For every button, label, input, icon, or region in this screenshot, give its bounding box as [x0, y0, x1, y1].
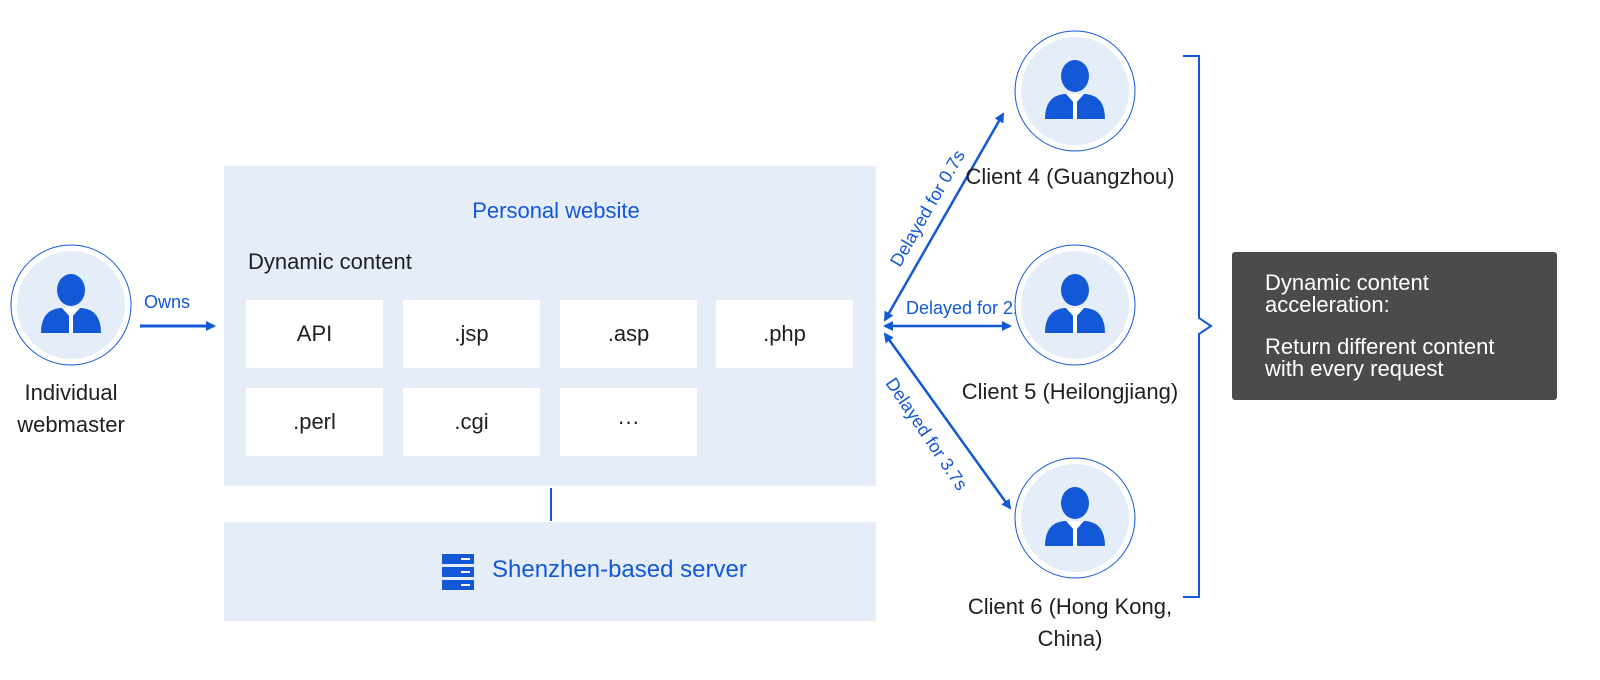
server-icon — [442, 554, 474, 590]
delay-label-client-5: Delayed for 2.1s — [906, 298, 1037, 318]
client-6-label: Client 6 (Hong Kong, China) — [930, 591, 1210, 655]
content-item-api: API — [246, 300, 383, 368]
content-item-perl: .perl — [246, 388, 383, 456]
client-5-label: Client 5 (Heilongjiang) — [961, 379, 1179, 404]
webmaster-avatar-icon — [10, 244, 132, 366]
client-6-avatar-icon — [1014, 457, 1136, 579]
content-item-cgi: .cgi — [403, 388, 540, 456]
client-4-label: Client 4 (Guangzhou) — [965, 164, 1175, 189]
arrow-client-4 — [883, 112, 1005, 322]
client-6-label-line-2: China) — [1037, 626, 1103, 651]
content-item-asp: .asp — [560, 300, 697, 368]
content-item-php: .php — [716, 300, 853, 368]
webmaster-label: Individual webmaster — [0, 377, 142, 441]
webmaster-label-line-2: webmaster — [17, 412, 125, 437]
client-6-label-line-1: Client 6 (Hong Kong, — [967, 594, 1173, 619]
website-title: Personal website — [472, 198, 640, 223]
note-body: Return different content with every requ… — [1265, 334, 1495, 381]
owns-label: Owns — [144, 292, 191, 312]
server-panel — [224, 522, 876, 621]
server-label: Shenzhen-based server — [492, 556, 747, 583]
client-4-avatar-icon — [1014, 30, 1136, 152]
webmaster-label-line-1: Individual — [24, 380, 118, 405]
arrow-client-6 — [883, 332, 1012, 510]
content-item-more: ··· — [560, 388, 697, 456]
client-5-avatar-icon — [1014, 244, 1136, 366]
content-item-jsp: .jsp — [403, 300, 540, 368]
dynamic-content-label: Dynamic content — [248, 249, 412, 274]
clients-bracket — [1183, 55, 1213, 598]
acceleration-note: Dynamic content acceleration: Return dif… — [1232, 252, 1557, 400]
note-title: Dynamic content acceleration: — [1265, 270, 1429, 317]
